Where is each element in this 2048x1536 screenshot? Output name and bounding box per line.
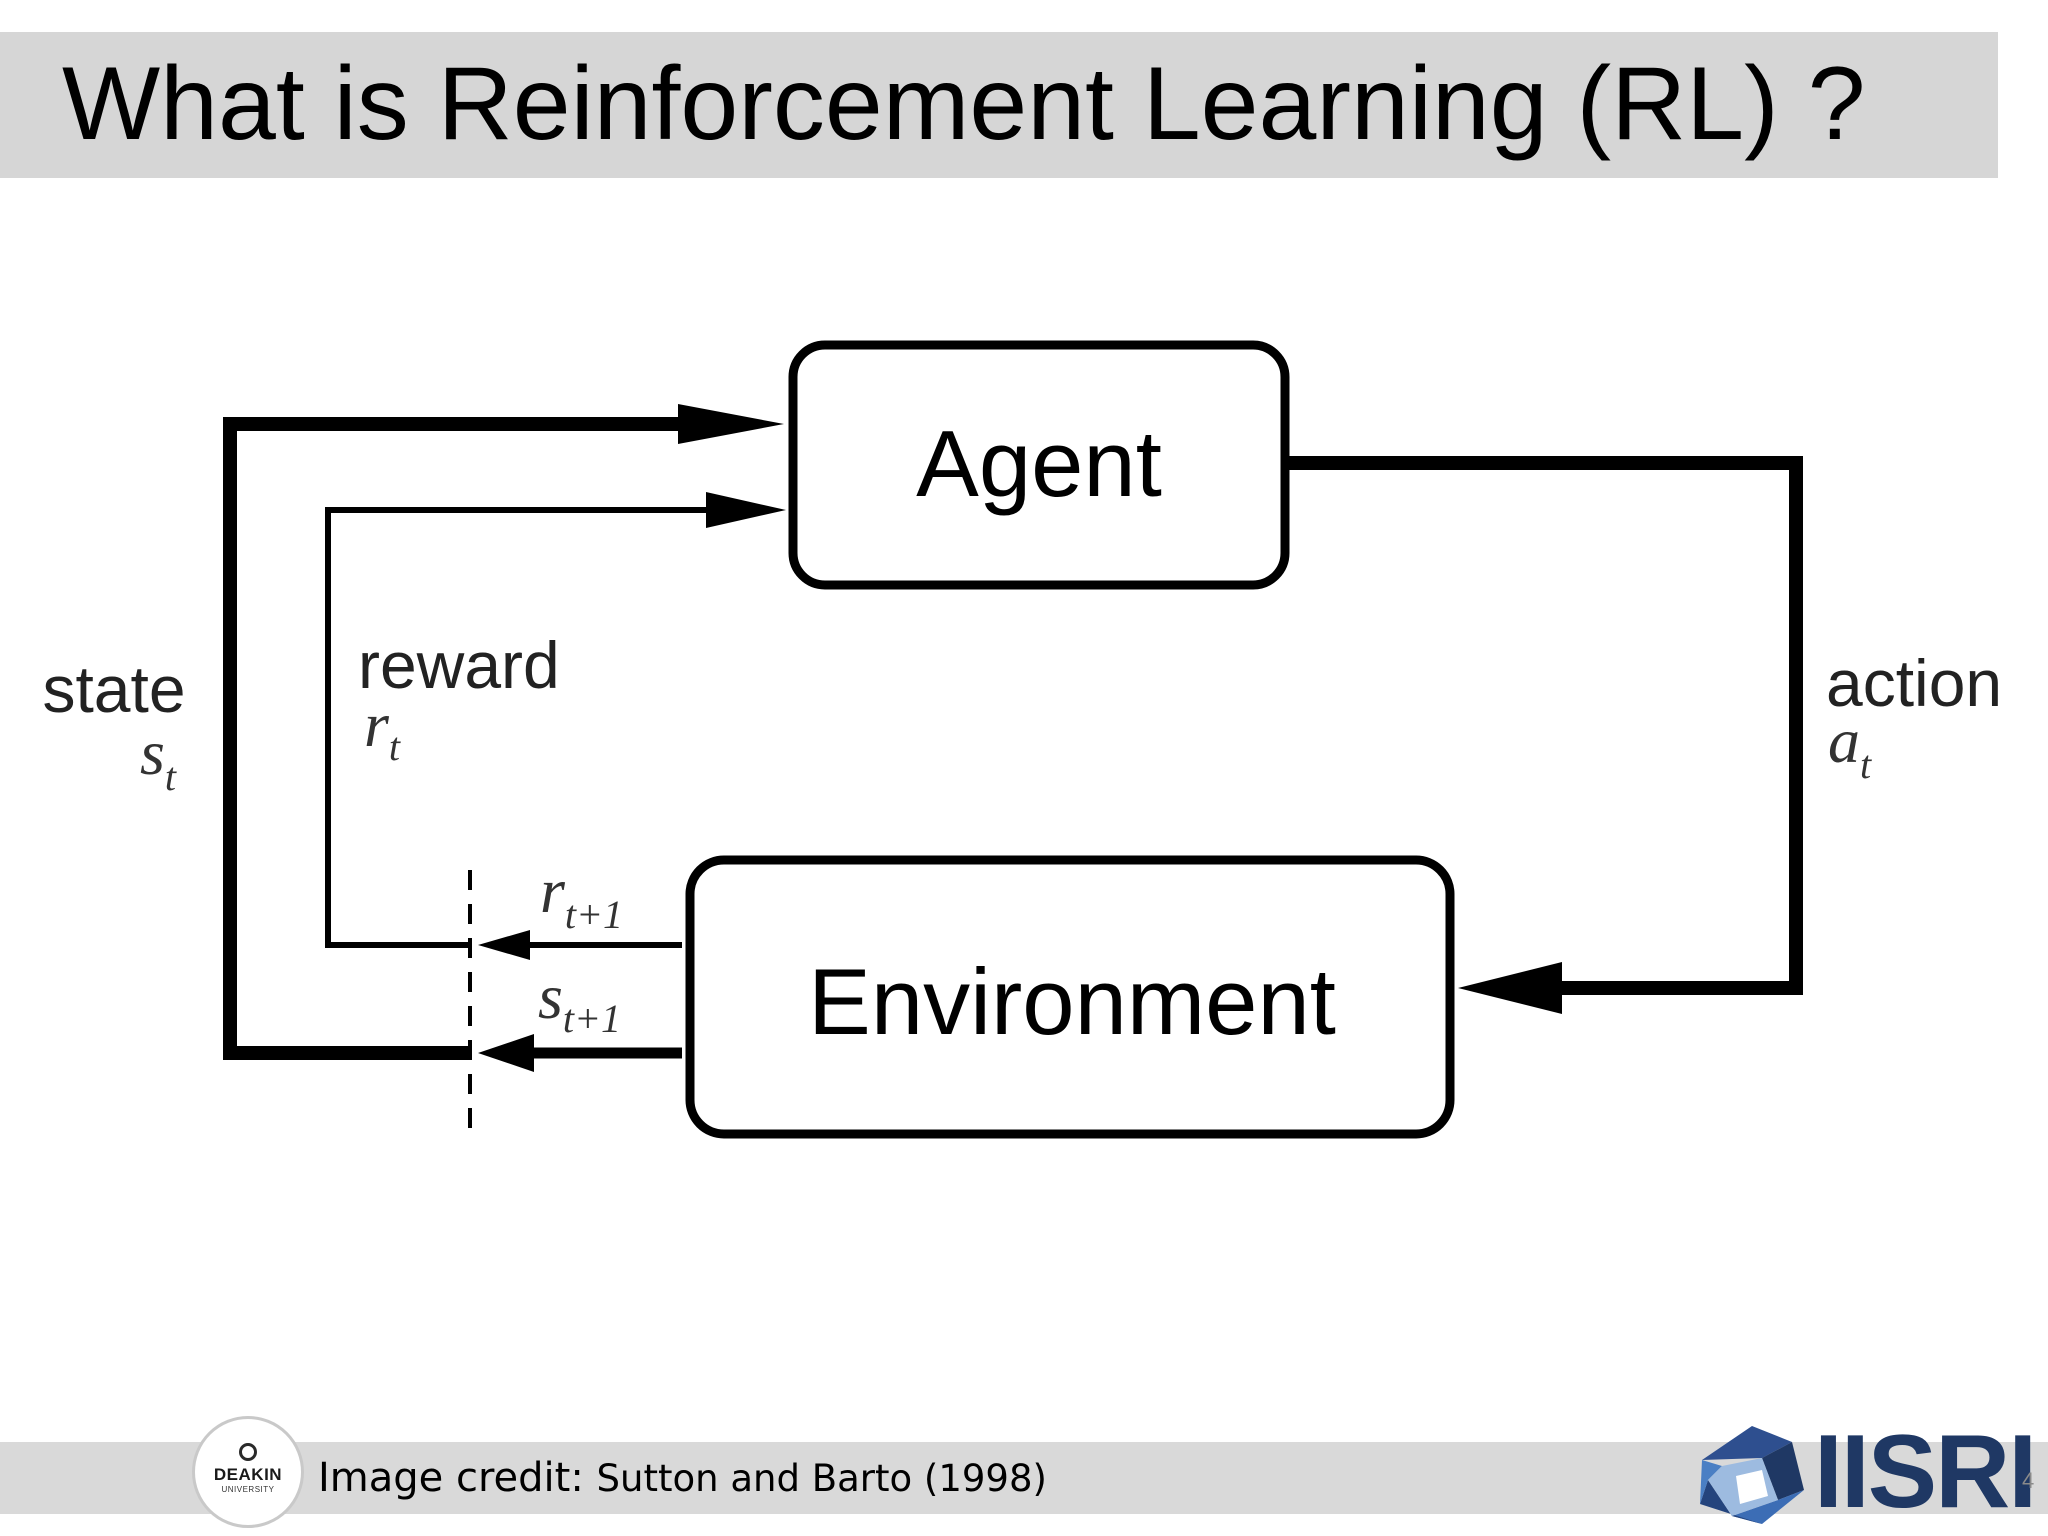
credit-source: Sutton and Barto (1998)	[596, 1457, 1047, 1500]
next-reward-arrowhead	[478, 930, 530, 960]
image-credit: Image credit: Sutton and Barto (1998)	[318, 1452, 1047, 1505]
reward-label: reward	[358, 628, 560, 702]
iisri-mark-icon	[1700, 1426, 1804, 1524]
action-line	[1289, 456, 1803, 995]
next-state-arrowhead	[478, 1034, 534, 1072]
slide-title: What is Reinforcement Learning (RL) ?	[62, 46, 1866, 162]
reward-arrowhead	[706, 492, 786, 528]
next-state-symbol: st+1	[538, 961, 621, 1041]
page-number: 4	[2022, 1468, 2035, 1493]
state-symbol: st	[140, 717, 177, 799]
action-arrowhead	[1458, 962, 1562, 1014]
state-line	[223, 417, 700, 1060]
agent-label: Agent	[916, 411, 1162, 516]
iisri-logo: IISRI	[1692, 1416, 2037, 1528]
iisri-logo-text: IISRI	[1814, 1414, 2037, 1530]
credit-prefix: Image credit:	[318, 1455, 597, 1501]
state-label: state	[42, 652, 185, 726]
action-symbol: at	[1828, 705, 1872, 787]
deakin-logo-subtitle: UNIVERSITY	[221, 1485, 275, 1494]
environment-box	[685, 855, 1455, 1139]
reward-symbol: rt	[364, 689, 401, 769]
deakin-crest-icon	[239, 1443, 257, 1461]
environment-label: Environment	[808, 949, 1336, 1054]
agent-box	[788, 340, 1290, 590]
deakin-logo-name: DEAKIN	[213, 1465, 283, 1484]
state-arrowhead	[678, 404, 784, 444]
deakin-university-logo: DEAKIN UNIVERSITY	[192, 1416, 304, 1528]
title-bar	[0, 32, 1998, 178]
action-label: action	[1826, 646, 2002, 720]
reward-line	[325, 507, 712, 948]
next-reward-symbol: rt+1	[540, 855, 623, 937]
